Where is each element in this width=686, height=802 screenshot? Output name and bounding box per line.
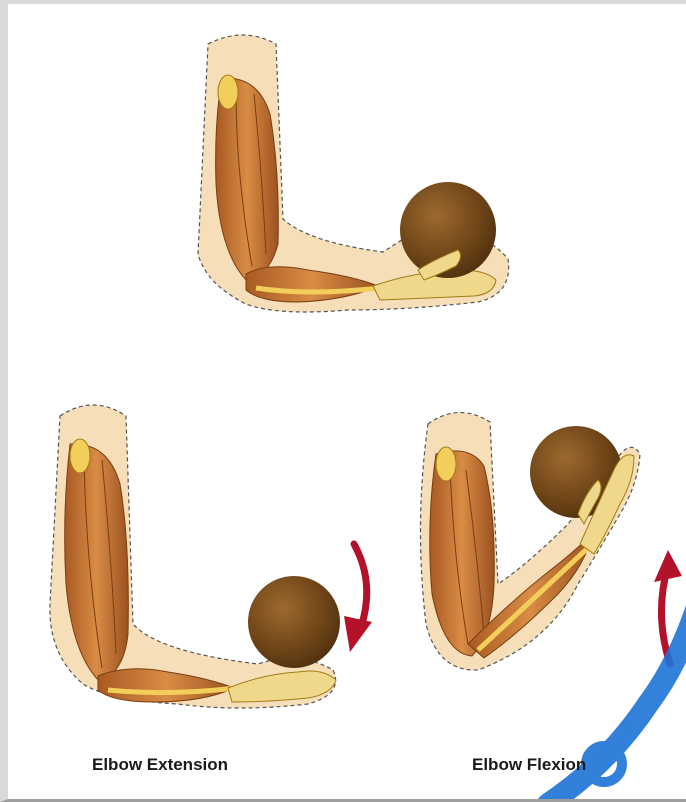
extension-arrow-head [344, 616, 372, 652]
extension-arrow [354, 544, 367, 630]
flexion-arrow-head [654, 550, 682, 582]
arm-extension [50, 405, 372, 708]
caption-elbow-flexion: Elbow Flexion [472, 755, 586, 775]
caption-elbow-extension: Elbow Extension [92, 755, 228, 775]
shoulder-bone-top [218, 75, 238, 109]
shoulder-bone-flexion [436, 447, 456, 481]
arm-flexion [420, 412, 682, 670]
shoulder-bone-extension [70, 439, 90, 473]
elbow-figure [8, 4, 686, 802]
arm-top [198, 35, 509, 312]
ball-extension [248, 576, 340, 668]
